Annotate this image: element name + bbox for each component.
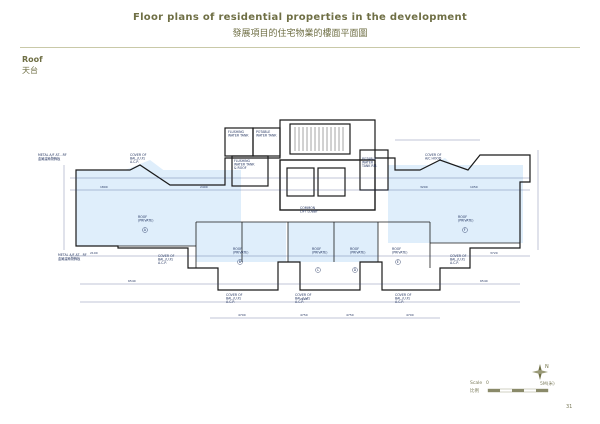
scale-label-chinese: 比例 [470, 389, 479, 394]
unit-letter: C [317, 268, 320, 272]
room-label-roof-b: ROOF(PRIVATE) [233, 247, 248, 255]
dimension-lines [63, 139, 539, 319]
room-label-roof-e: ROOF(PRIVATE) [392, 247, 407, 255]
dimension-value: 3200 [420, 185, 428, 189]
lift-1 [286, 167, 315, 197]
core-block [279, 159, 376, 211]
unit-markers: A B C D E F [142, 227, 468, 273]
dimension-value: 4700 [406, 313, 414, 317]
header: Floor plans of residential properties in… [0, 12, 600, 39]
dimension-value: 1050 [470, 185, 478, 189]
unit-marker [315, 267, 321, 273]
scale-bar [487, 388, 549, 393]
scale-start: 0 [486, 381, 489, 386]
roof-area-right-corner [420, 158, 458, 170]
room-labels: ROOF(PRIVATE) ROOF(PRIVATE) ROOF(PRIVATE… [38, 130, 473, 304]
header-divider [20, 47, 580, 48]
north-arrow-icon: N [532, 364, 549, 380]
dimension-values: 6540 4700 4750 4750 4700 6540 7105 1800 … [90, 185, 498, 317]
north-label: N [545, 364, 549, 370]
unit-marker [462, 227, 468, 233]
room-label-roof-f: ROOF(PRIVATE) [458, 215, 473, 223]
unit-marker [395, 259, 401, 265]
unit-letter: B [239, 260, 241, 264]
lift-2 [317, 167, 346, 197]
section-name-chinese: 天台 [22, 66, 38, 75]
dimension-value: 1800 [100, 185, 108, 189]
roof-area-center-a [196, 222, 286, 262]
unit-letter: A [144, 228, 147, 232]
tank-room-right [359, 149, 389, 191]
page-title-chinese: 發展項目的住宅物業的樓面平面圖 [232, 29, 368, 39]
label-metal-top: METAL A/F AT…RF [38, 153, 67, 157]
section-heading: Roof 天台 [22, 54, 43, 76]
page-title: Floor plans of residential properties in… [132, 12, 468, 23]
dimension-value: 6540 [128, 279, 136, 283]
dimension-value: 4750 [346, 313, 354, 317]
page-number: 31 [566, 404, 573, 410]
room-label-roof-d: ROOF(PRIVATE) [350, 247, 365, 255]
unit-letter: F [464, 228, 466, 232]
room-label-roof-c: ROOF(PRIVATE) [312, 247, 327, 255]
dimension-value: 6540 [480, 279, 488, 283]
dimension-value: 7105 [300, 297, 308, 301]
label-metal-bottom-zh: 金屬建築物飾板 [58, 256, 81, 261]
dimension-value: 2100 [90, 251, 98, 255]
unit-marker [142, 227, 148, 233]
unit-letter: E [397, 260, 399, 264]
unit-letter: D [354, 268, 357, 272]
scale-label: Scale [470, 381, 483, 386]
dimension-value: 3720 [490, 251, 498, 255]
room-label-roof-a: ROOF(PRIVATE) [138, 215, 153, 223]
section-name: Roof [22, 55, 43, 64]
label-metal-bottom: METAL A/F AT…RF [58, 253, 87, 257]
scale-end: 5M(米) [540, 382, 555, 387]
roof-area-center-b [288, 222, 378, 262]
stair-block [289, 123, 351, 155]
roof-area-right [388, 165, 523, 243]
label-metal-top-zh: 金屬建築物飾板 [38, 156, 61, 161]
tank-room-left [231, 155, 269, 187]
dimension-value: 2400 [200, 185, 208, 189]
roof-areas [76, 158, 523, 262]
dimension-value: 4750 [300, 313, 308, 317]
stair-treads [294, 127, 344, 151]
unit-marker [352, 267, 358, 273]
building-walls [75, 119, 531, 291]
dimension-value: 4700 [238, 313, 246, 317]
internal-walls [118, 221, 520, 268]
unit-marker [237, 259, 243, 265]
